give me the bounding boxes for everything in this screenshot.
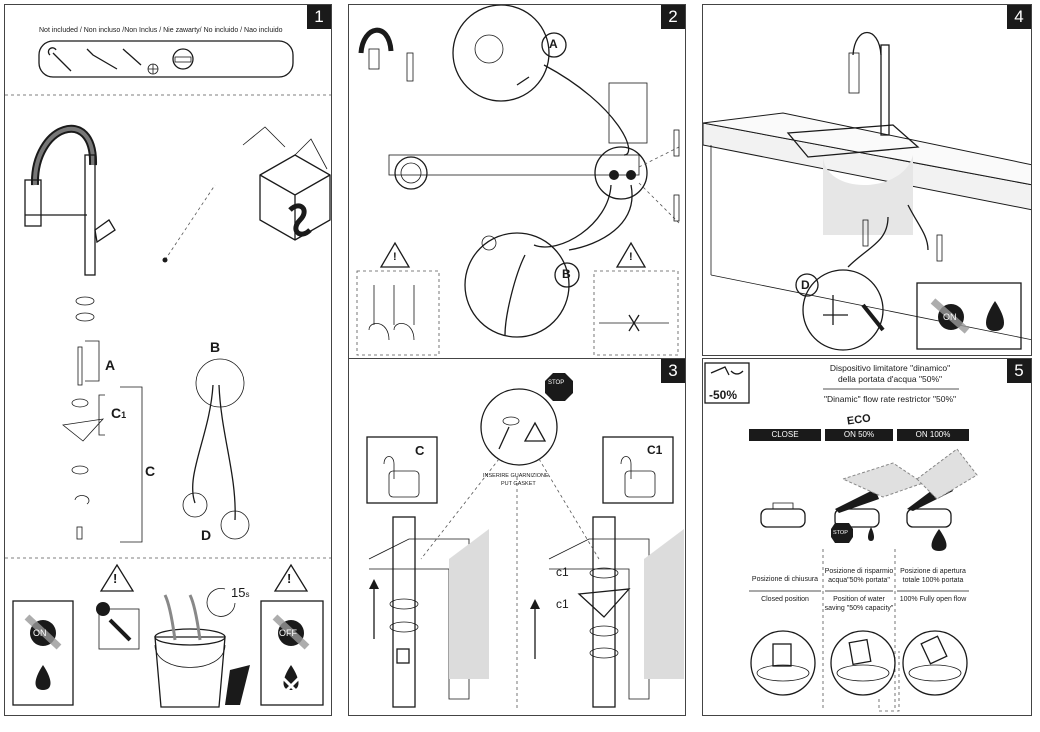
panel-3-drawing	[366, 373, 684, 709]
column-header-on-100: ON 100%	[897, 429, 969, 441]
c1-top-label: c1	[556, 565, 569, 579]
on-label-4: ON	[943, 312, 957, 322]
gasket-caption-en: PUT GASKET	[501, 481, 536, 487]
screwdriver-icon	[122, 48, 159, 75]
step-number-5: 5	[1007, 359, 1031, 383]
panel-4: 4 D ON	[702, 4, 1032, 356]
title-it-2: della portata d'acqua "50%"	[837, 374, 943, 384]
caption-close-it: Posizione di chiusura	[751, 576, 819, 583]
warning-mark-3: !	[393, 251, 397, 263]
caption-on-100-it: Posizione di apertura totale 100% portat…	[900, 568, 966, 584]
wrench-icon	[47, 47, 72, 72]
label-b: B	[210, 339, 221, 355]
mode-c1-label: C1	[647, 443, 663, 457]
caption-close-en: Closed position	[761, 596, 809, 603]
panel-1: 1 Not included / Non incluso /Non Inclus…	[4, 4, 332, 716]
bucket-illustration	[154, 594, 250, 708]
hex-key-icon	[86, 48, 118, 70]
step-number-1: 1	[307, 5, 331, 29]
warning-mark-4: !	[629, 251, 633, 263]
level-icon	[172, 48, 194, 70]
panel-2-drawing	[356, 5, 680, 356]
mode-c-label: C	[415, 443, 425, 458]
stop-sign-label: STOP	[548, 380, 565, 386]
callout-d: D	[801, 278, 810, 292]
panel-3: 3 STOP INSERIRE GUARNIZIONE PUT G	[348, 358, 686, 716]
label-a: A	[105, 357, 116, 373]
title-en: "Dinamic" flow rate restrictor "50%"	[823, 394, 957, 404]
warning-mark-2: !	[287, 571, 292, 586]
caption-on-100-en: 100% Fully open flow	[899, 596, 967, 603]
faucet-illustration	[24, 124, 116, 276]
stop-sign-label-5: STOP	[833, 530, 848, 536]
package-box-illustration	[242, 126, 331, 241]
panel-4-drawing	[703, 31, 1031, 351]
warning-mark-1: !	[113, 571, 118, 586]
label-c: C	[145, 463, 156, 479]
label-c1: C1	[111, 405, 127, 421]
gasket-caption-it: INSERIRE GUARNIZIONE	[483, 473, 549, 479]
label-d: D	[201, 527, 212, 543]
title-it-1: Dispositivo limitatore "dinamico"	[829, 363, 951, 373]
step-number-2: 2	[661, 5, 685, 29]
callout-a: A	[549, 37, 558, 51]
on-label: ON	[33, 628, 47, 638]
not-included-caption: Not included / Non incluso /Non Inclus /…	[39, 27, 283, 34]
callout-b: B	[562, 267, 571, 281]
step-number-3: 3	[661, 359, 685, 383]
timer-label: 15s	[231, 585, 250, 600]
off-label: OFF	[279, 628, 297, 638]
c1-bottom-label: c1	[556, 597, 569, 611]
panel-1-drawing	[5, 40, 331, 708]
caption-on-50-en: Position of water saving "50% capacity"	[824, 596, 894, 612]
caption-on-50-it: Posizione di risparmio acqua"50% portata…	[824, 568, 894, 584]
column-header-on-50: ON 50%	[825, 429, 893, 441]
step-number-4: 4	[1007, 5, 1031, 29]
panel-2: 2 A B ! !	[348, 4, 686, 360]
column-header-close: CLOSE	[749, 429, 821, 441]
flow-badge: -50%	[709, 388, 738, 402]
panel-5-drawing	[704, 362, 978, 712]
panel-5: 5 -50% Dispositivo limitatore "dinamico"…	[702, 358, 1032, 716]
